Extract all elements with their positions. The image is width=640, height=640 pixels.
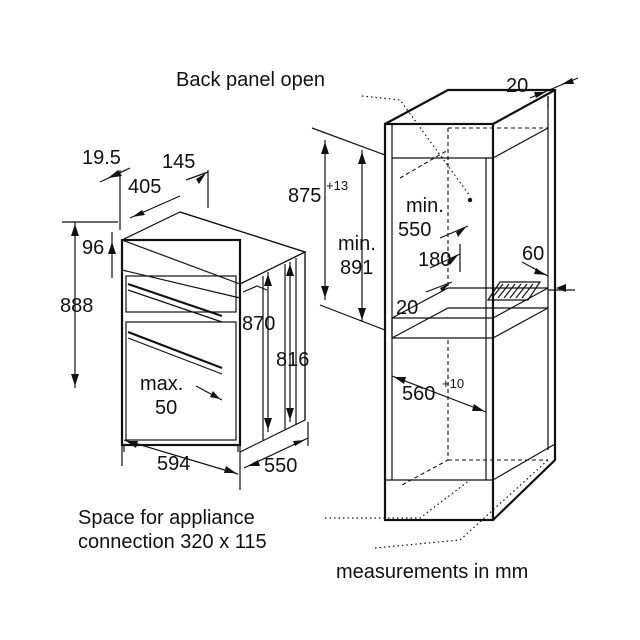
dim-20-inner: 20 [396, 297, 418, 319]
dim-50: 50 [155, 397, 177, 419]
dim-816: 816 [276, 349, 309, 371]
dim-594: 594 [157, 453, 190, 475]
units-note: measurements in mm [336, 561, 528, 583]
dim-96: 96 [82, 237, 104, 259]
dim-550-oven: 550 [264, 455, 297, 477]
space-note-line2: connection 320 x 115 [78, 531, 267, 553]
dim-145: 145 [162, 151, 195, 173]
dimension-lines [62, 77, 579, 549]
space-note-line1: Space for appliance [78, 507, 255, 529]
dim-550-niche: 550 [398, 219, 431, 241]
dim-560-tolerance: +10 [442, 376, 464, 391]
dim-180: 180 [418, 249, 451, 271]
cabinet-drawing [383, 88, 557, 522]
dim-405: 405 [128, 176, 161, 198]
vent-hatching [491, 283, 534, 299]
back-panel-note: Back panel open [176, 69, 325, 91]
dim-560: 560 [402, 383, 435, 405]
dim-888: 888 [60, 295, 93, 317]
dim-min-label-a: min. [338, 233, 376, 255]
dim-19-5: 19.5 [82, 147, 121, 169]
dim-870: 870 [242, 313, 275, 335]
dim-min-label-b: min. [406, 195, 444, 217]
dim-60: 60 [522, 243, 544, 265]
oven-drawing [120, 211, 307, 453]
dim-max-label: max. [140, 373, 183, 395]
labels: Back panel open 19.5 145 405 96 888 870 … [60, 69, 544, 583]
dim-875-tolerance: +13 [326, 178, 348, 193]
dim-891: 891 [340, 257, 373, 279]
dim-20-top: 20 [506, 75, 528, 97]
dim-875: 875 [288, 185, 321, 207]
